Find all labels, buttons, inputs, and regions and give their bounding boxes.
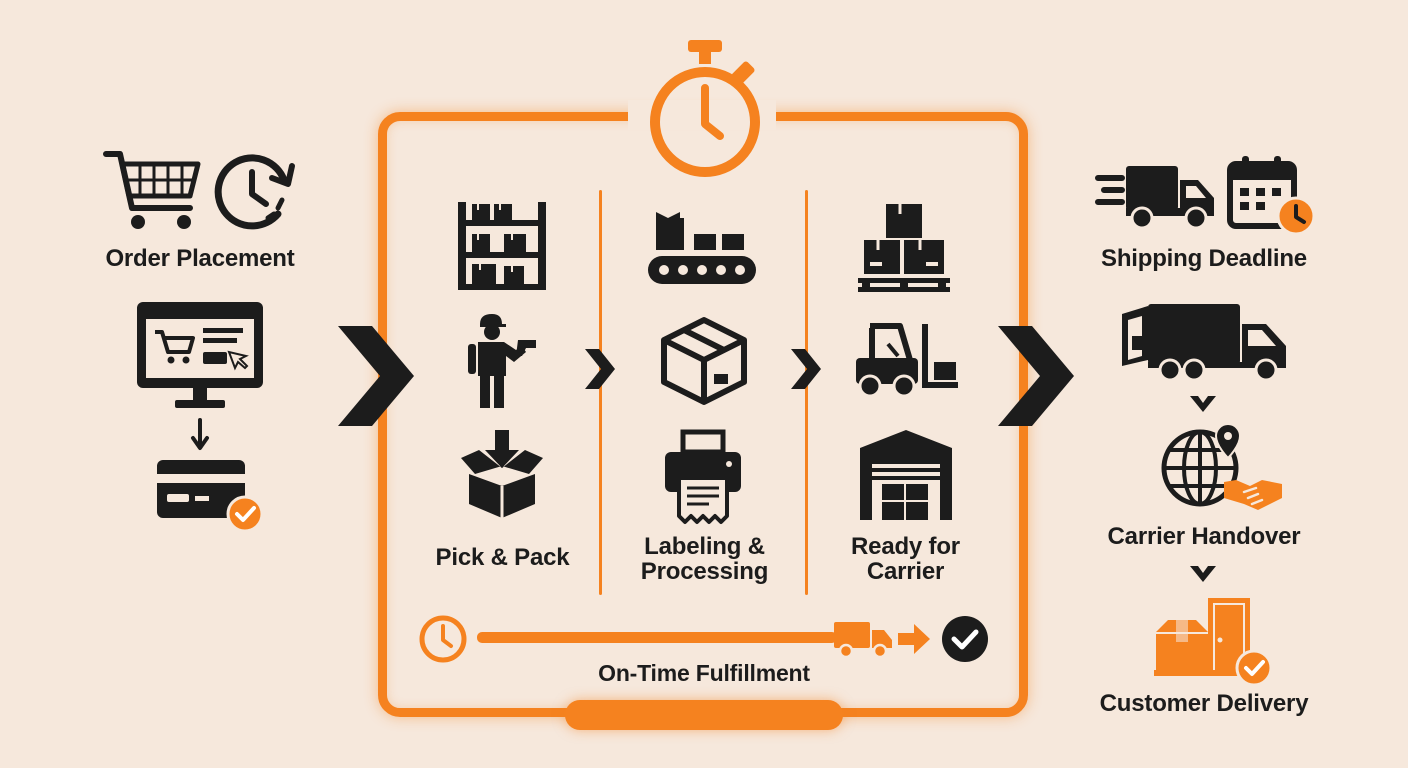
box-drop-icon [461,430,543,518]
shipping-deadline-label: Shipping Deadline [1101,245,1307,272]
calendar-clock-icon [1227,156,1316,236]
stage-divider [599,190,602,595]
fulfillment-frame-base [565,700,843,730]
arrow-right-icon [898,624,930,654]
check-circle-icon [942,616,988,662]
chevron-right-icon [585,349,615,389]
credit-card-check-icon [157,460,264,533]
chevron-right-icon [338,326,414,426]
doorstep-package-icon [1154,598,1254,676]
stage-label-pick-pack: Pick & Pack [435,544,570,571]
stage-divider [805,190,808,595]
conveyor-belt-icon [648,212,756,284]
stage-label-labeling-processing: Labeling & Processing [640,533,769,585]
check-circle-icon [1235,649,1273,687]
arrow-down-icon [191,418,209,450]
order-placement-label: Order Placement [105,245,295,272]
fast-truck-icon [1095,166,1214,230]
chevron-right-icon [998,326,1074,426]
on-time-fulfillment-label: On-Time Fulfillment [598,660,810,686]
chevron-down-icon [1190,396,1216,412]
clock-refresh-icon [214,154,295,230]
computer-store-icon [137,302,263,408]
globe-pin-icon [1161,422,1242,507]
stopwatch-icon [650,40,760,177]
timer-icon [419,615,467,663]
warehouse-shelf-icon [458,202,546,290]
label-printer-icon [665,429,741,524]
chevron-down-icon [1190,566,1216,582]
timeline-bar [477,632,837,643]
box-truck-icon [1122,304,1286,382]
shopping-cart-icon [103,151,201,229]
customer-delivery-label: Customer Delivery [1099,690,1309,717]
package-box-icon [661,317,747,405]
warehouse-door-icon [860,430,952,520]
worker-scanner-icon [468,314,536,408]
delivery-truck-icon [834,622,892,659]
pallet-boxes-icon [858,204,950,292]
stage-label-ready-for-carrier: Ready for Carrier [851,533,960,585]
handshake-icon [1224,480,1282,510]
forklift-icon [856,323,958,398]
carrier-handover-label: Carrier Handover [1107,523,1301,550]
chevron-right-icon [791,349,821,389]
